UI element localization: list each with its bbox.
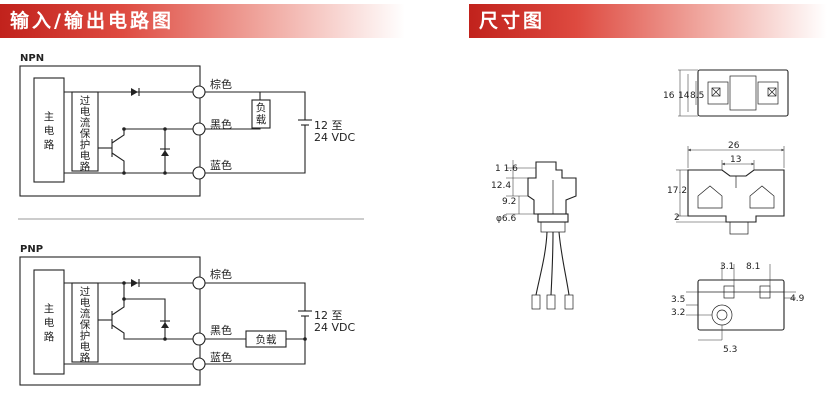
pnp-terminal-black — [192, 332, 206, 346]
svg-text:载: 载 — [256, 114, 267, 126]
front-dim-2: 13 — [730, 155, 741, 165]
npn-terminal-brown — [192, 85, 206, 99]
npn-load-label: 负 — [256, 101, 267, 114]
pnp-supply-line1: 12 至 — [314, 309, 343, 322]
bottom-dim-2: 8.1 — [746, 262, 760, 272]
svg-text:主: 主 — [44, 111, 55, 123]
pnp-main-circuit-label: 主 电 路 — [44, 303, 55, 343]
npn-diode-icon — [131, 88, 138, 96]
pnp-load-label: 负载 — [256, 333, 277, 346]
npn-wire-brown-label: 棕色 — [210, 77, 232, 91]
svg-text:路: 路 — [44, 138, 55, 151]
svg-text:电: 电 — [80, 296, 91, 309]
pnp-wire-blue-label: 蓝色 — [210, 350, 232, 364]
svg-text:电: 电 — [80, 340, 91, 353]
top-dim-2: 14 — [678, 91, 690, 101]
svg-text:护: 护 — [80, 138, 91, 151]
top-dim-3: 8.5 — [690, 91, 704, 101]
svg-text:过: 过 — [80, 285, 91, 298]
top-dim-1: 16 — [663, 91, 675, 101]
npn-circuit: NPN 主 电 路 过 电 流 保 护 电 路 — [19, 53, 355, 197]
bottom-view-drawing: 3.1 8.1 3.5 3.2 4.9 5.3 — [671, 262, 805, 355]
npn-main-circuit-label: 主 电 路 — [44, 111, 55, 151]
svg-text:流: 流 — [80, 307, 91, 320]
svg-text:流: 流 — [80, 116, 91, 129]
pnp-wire-black-label: 黑色 — [210, 323, 232, 337]
svg-text:保: 保 — [80, 127, 91, 140]
pnp-zener-icon — [161, 322, 169, 328]
svg-text:保: 保 — [80, 318, 91, 331]
svg-text:路: 路 — [80, 160, 91, 173]
side-dim-4: φ6.6 — [496, 214, 517, 224]
svg-text:护: 护 — [80, 329, 91, 342]
npn-wire-black-label: 黑色 — [210, 117, 232, 131]
svg-text:路: 路 — [80, 351, 91, 364]
npn-terminal-black — [192, 122, 206, 136]
svg-text:过: 过 — [80, 94, 91, 107]
side-view-drawing: 1 1.6 12.4 9.2 φ6.6 — [491, 160, 577, 310]
svg-text:路: 路 — [44, 330, 55, 343]
bottom-dim-3: 3.5 — [671, 295, 685, 305]
npn-supply-line1: 12 至 — [314, 119, 343, 132]
svg-text:电: 电 — [80, 105, 91, 118]
svg-text:电: 电 — [44, 124, 55, 137]
svg-text:电: 电 — [80, 149, 91, 162]
npn-wire-blue-label: 蓝色 — [210, 158, 232, 172]
pnp-supply-line2: 24 VDC — [314, 321, 355, 334]
svg-text:主: 主 — [44, 303, 55, 315]
pnp-main-circuit-box — [33, 269, 65, 375]
pnp-terminal-blue — [192, 357, 206, 371]
bottom-dim-6: 5.3 — [723, 345, 737, 355]
npn-protection-circuit-label: 过 电 流 保 护 电 路 — [80, 94, 91, 173]
npn-main-circuit-box — [33, 77, 65, 183]
svg-text:电: 电 — [44, 316, 55, 329]
npn-terminal-blue — [192, 166, 206, 180]
bottom-dim-1: 3.1 — [720, 262, 734, 272]
pnp-sensor-box — [19, 256, 201, 386]
pnp-terminal-brown — [192, 276, 206, 290]
side-dim-3: 9.2 — [502, 197, 516, 207]
front-view-drawing: 26 13 17.2 2 — [667, 141, 785, 235]
pnp-wire-brown-label: 棕色 — [210, 267, 232, 281]
pnp-circuit: PNP 主 电 路 过 电 流 保 护 电 路 — [19, 244, 355, 386]
side-dim-1: 1 1.6 — [495, 164, 518, 174]
top-view-drawing: 16 14 8.5 — [663, 69, 789, 117]
pnp-diode-icon — [131, 279, 138, 287]
pnp-protection-circuit-label: 过 电 流 保 护 电 路 — [80, 285, 91, 364]
npn-title: NPN — [20, 53, 44, 64]
bottom-dim-5: 4.9 — [790, 294, 805, 304]
pnp-title: PNP — [20, 244, 43, 255]
npn-load-box — [251, 99, 271, 129]
front-dim-1: 26 — [728, 141, 740, 151]
bottom-dim-4: 3.2 — [671, 308, 685, 318]
io-circuit-header: 输入/输出电路图 — [0, 4, 405, 38]
npn-supply-line2: 24 VDC — [314, 131, 355, 144]
npn-zener-icon — [161, 150, 169, 156]
front-dim-4: 2 — [674, 213, 680, 223]
front-dim-3: 17.2 — [667, 186, 687, 196]
dimensions-header: 尺寸图 — [469, 4, 827, 38]
side-dim-2: 12.4 — [491, 181, 511, 191]
